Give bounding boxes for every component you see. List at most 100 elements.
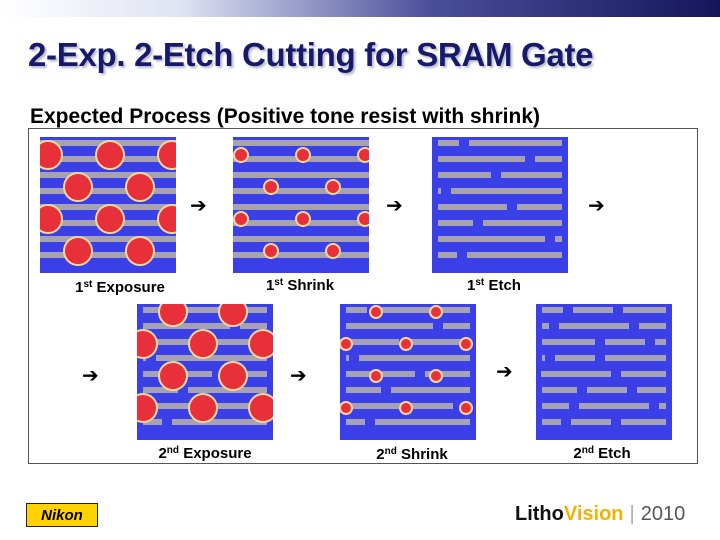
gate-line <box>542 403 569 409</box>
gate-line <box>143 323 230 329</box>
gate-line <box>587 387 627 393</box>
gate-line <box>542 323 549 329</box>
resist-hole <box>157 204 176 234</box>
resist-hole <box>357 147 369 163</box>
gate-line <box>425 371 470 377</box>
gate-line <box>206 339 267 345</box>
gate-line <box>555 355 595 361</box>
gate-line <box>639 323 666 329</box>
right-arrow-icon: ➔ <box>82 365 99 387</box>
gate-line <box>542 355 545 361</box>
right-arrow-icon: ➔ <box>588 195 605 217</box>
gate-line <box>535 156 562 162</box>
pattern-etch-1 <box>432 137 568 273</box>
gate-line <box>40 188 176 194</box>
gate-line <box>438 188 441 194</box>
gate-line <box>143 307 164 313</box>
resist-hole <box>399 337 413 351</box>
resist-hole <box>137 393 158 423</box>
gate-line <box>40 172 176 178</box>
gate-line <box>346 307 367 313</box>
step-label-exposure-2: 2nd Exposure <box>158 445 252 462</box>
resist-hole <box>459 401 473 415</box>
gate-line <box>438 252 457 258</box>
gate-line <box>233 188 369 194</box>
resist-hole <box>459 337 473 351</box>
event-year: 2010 <box>640 503 686 525</box>
gate-line <box>655 339 666 345</box>
gate-line <box>469 140 562 146</box>
gate-line <box>377 307 470 313</box>
resist-hole <box>233 147 249 163</box>
resist-hole <box>295 211 311 227</box>
right-arrow-icon: ➔ <box>496 361 513 383</box>
pattern-exposure-1 <box>40 137 176 273</box>
resist-hole <box>125 172 155 202</box>
gate-line <box>375 419 470 425</box>
resist-hole <box>63 236 93 266</box>
gate-line <box>542 419 561 425</box>
gate-line <box>143 339 196 345</box>
gate-line <box>555 236 562 242</box>
gate-line <box>483 220 562 226</box>
gate-line <box>571 419 611 425</box>
resist-hole <box>369 369 383 383</box>
resist-hole <box>263 243 279 259</box>
resist-hole <box>429 369 443 383</box>
step-label-etch-1: 1st Etch <box>467 277 521 294</box>
gate-line <box>40 252 176 258</box>
resist-hole <box>40 140 63 170</box>
step-label-shrink-1: 1st Shrink <box>265 277 335 294</box>
resist-hole <box>340 401 353 415</box>
resist-hole <box>369 305 383 319</box>
resist-hole <box>295 147 311 163</box>
slide-title: 2-Exp. 2-Etch Cutting for SRAM Gate <box>28 36 594 73</box>
resist-hole <box>340 337 353 351</box>
resist-hole <box>95 140 125 170</box>
resist-hole <box>248 329 273 359</box>
gate-line <box>541 371 611 377</box>
gate-line <box>391 387 470 393</box>
resist-hole <box>40 204 63 234</box>
right-arrow-icon: ➔ <box>190 195 207 217</box>
gate-line <box>233 252 369 258</box>
gate-line <box>409 339 470 345</box>
right-arrow-icon: ➔ <box>290 365 307 387</box>
resist-hole <box>357 211 369 227</box>
gate-line <box>451 188 562 194</box>
gate-line <box>188 387 267 393</box>
gate-line <box>233 204 369 210</box>
gate-line <box>233 172 369 178</box>
resist-hole <box>263 179 279 195</box>
step-label-exposure-1: 1st Exposure <box>75 279 165 296</box>
gate-line <box>605 355 666 361</box>
gate-line <box>501 172 562 178</box>
gate-line <box>438 156 525 162</box>
gate-line <box>438 140 459 146</box>
gate-line <box>346 419 365 425</box>
gate-line <box>605 339 645 345</box>
gate-line <box>240 323 267 329</box>
resist-hole <box>188 329 218 359</box>
gate-line <box>517 204 562 210</box>
nikon-logo: Nikon <box>26 503 98 527</box>
gate-line <box>542 307 563 313</box>
gate-line <box>438 204 507 210</box>
gate-line <box>156 355 267 361</box>
gate-line <box>233 236 369 242</box>
gate-line <box>621 419 666 425</box>
resist-hole <box>95 204 125 234</box>
pattern-shrink-1 <box>233 137 369 273</box>
gate-line <box>172 419 267 425</box>
pattern-shrink-2 <box>340 304 476 440</box>
gate-line <box>438 172 491 178</box>
gate-line <box>346 355 349 361</box>
gate-line <box>346 387 381 393</box>
gate-line <box>542 339 595 345</box>
gate-line <box>346 323 433 329</box>
resist-hole <box>63 172 93 202</box>
slide-subtitle: Expected Process (Positive tone resist w… <box>30 105 540 128</box>
pattern-exposure-2 <box>137 304 273 440</box>
resist-hole <box>188 393 218 423</box>
gate-line <box>346 339 399 345</box>
